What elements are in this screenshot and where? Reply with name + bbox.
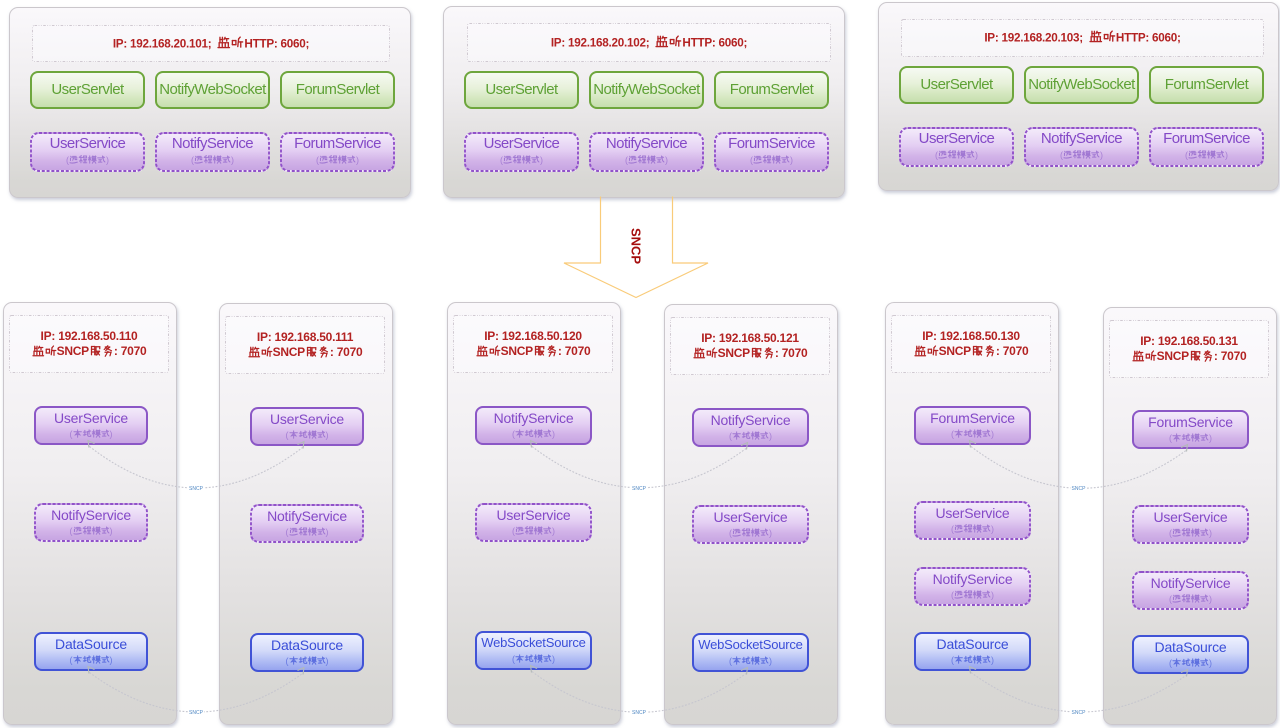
svg-text:SNCP: SNCP: [1072, 486, 1087, 492]
svg-text:SNCP: SNCP: [632, 710, 647, 716]
svg-text:SNCP: SNCP: [632, 486, 647, 492]
svg-text:SNCP: SNCP: [1072, 710, 1087, 716]
svg-text:SNCP: SNCP: [629, 228, 644, 264]
svg-text:SNCP: SNCP: [189, 486, 204, 492]
svg-text:SNCP: SNCP: [189, 710, 204, 716]
